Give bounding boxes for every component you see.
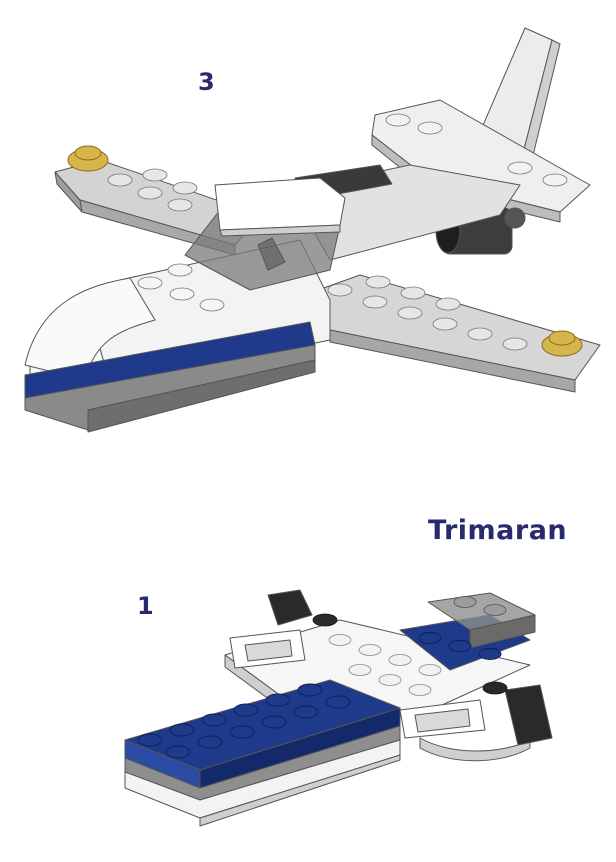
step-number-1: 1 xyxy=(137,592,154,620)
lego-trimaran-base-illustration xyxy=(124,589,553,827)
model-title: Trimaran xyxy=(428,515,568,546)
lego-plane-illustration xyxy=(24,27,601,433)
step-number-3: 3 xyxy=(198,68,215,96)
